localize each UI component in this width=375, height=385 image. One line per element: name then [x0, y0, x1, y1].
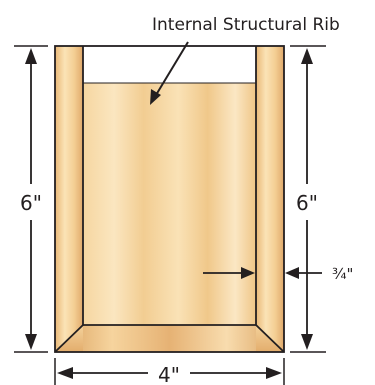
internal-rib-panel [83, 83, 256, 325]
arrowhead-up-icon [25, 48, 37, 64]
left-height-dimension: 6" [14, 45, 48, 353]
right-height-dimension: 6" [290, 45, 326, 353]
rib-thickness-dimension: ¾" [203, 265, 353, 283]
callout-label: Internal Structural Rib [152, 15, 340, 35]
right-height-label: 6" [296, 191, 318, 215]
width-dimension: 4" [54, 358, 285, 385]
bottom-face [55, 325, 284, 352]
left-height-label: 6" [20, 191, 42, 215]
rib-thickness-label: ¾" [332, 265, 353, 283]
arrowhead-left-icon [57, 367, 73, 379]
arrowhead-up-icon [301, 48, 313, 64]
arrowhead-left-icon [285, 267, 299, 279]
callout: Internal Structural Rib [150, 15, 340, 105]
callout-arrowhead [150, 89, 161, 105]
box-outline [54, 45, 285, 353]
callout-arrow [155, 41, 189, 96]
width-label: 4" [158, 363, 180, 385]
right-post [256, 46, 284, 352]
arrowhead-right-icon [241, 267, 255, 279]
arrowhead-right-icon [266, 367, 282, 379]
arrowhead-down-icon [301, 334, 313, 350]
arrowhead-down-icon [25, 334, 37, 350]
left-post [55, 46, 83, 352]
box-body [54, 45, 285, 353]
